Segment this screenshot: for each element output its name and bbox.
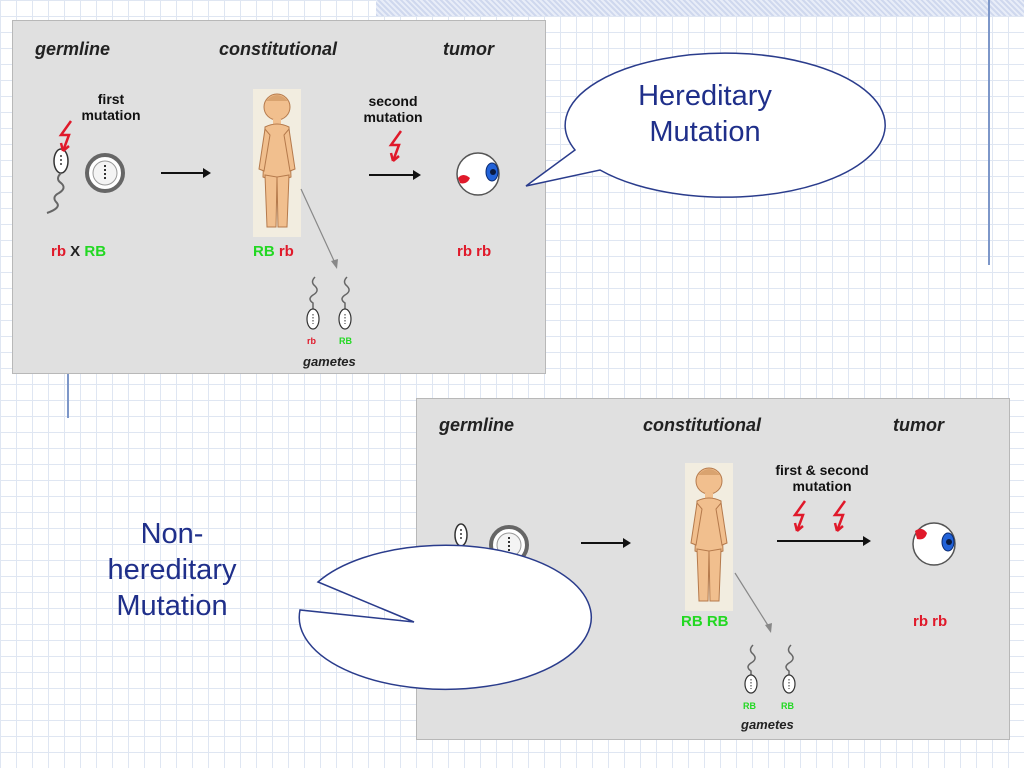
arrow-icon: [161, 168, 211, 178]
gametes-label: gametes: [303, 354, 356, 369]
lightning-icon: [792, 500, 807, 532]
first-mutation-label: first mutation: [81, 91, 141, 123]
tumor-genotype: rb rb: [457, 243, 492, 260]
header-germline: germline: [439, 415, 515, 435]
baby-icon: [685, 463, 733, 611]
tumor-eye-icon: [456, 152, 500, 196]
constitutional-genotype: RB rb: [253, 243, 294, 260]
gamete-label: RB: [339, 336, 352, 346]
non-hereditary-callout-text: Non- hereditary Mutation: [107, 518, 237, 622]
gamete-label: RB: [781, 701, 794, 711]
header-constitutional: constitutional: [643, 415, 761, 435]
header-constitutional: constitutional: [219, 39, 337, 59]
header-stripe: [376, 0, 1024, 16]
lightning-icon: [58, 120, 73, 152]
arrow-icon: [777, 536, 871, 546]
header-tumor: tumor: [893, 415, 944, 435]
non-hereditary-diagram: germline constitutional tumor first & se…: [416, 398, 1010, 740]
gamete-label: rb: [307, 336, 316, 346]
slide-rule-left: [67, 370, 69, 418]
arrow-icon: [369, 170, 421, 180]
hereditary-callout-text: Hereditary Mutation: [638, 80, 772, 148]
arrow-icon: [581, 538, 631, 548]
gamete-icon: [338, 276, 352, 330]
header-tumor: tumor: [443, 39, 494, 59]
baby-icon: [253, 89, 301, 237]
gamete-icon: [744, 644, 758, 694]
lightning-icon: [388, 130, 403, 162]
gamete-arrow: [300, 188, 338, 269]
gamete-icon: [782, 644, 796, 694]
gamete-label: RB: [743, 701, 756, 711]
gamete-arrow: [734, 572, 772, 633]
header-germline: germline: [35, 39, 111, 59]
gametes-label: gametes: [741, 717, 794, 732]
sperm-icon: [46, 148, 69, 214]
germline-genotype: rb X RB: [51, 243, 107, 260]
egg-icon: [85, 153, 125, 193]
constitutional-genotype: RB RB: [681, 613, 729, 630]
tumor-eye-icon: [912, 522, 956, 566]
slide-rule-right: [988, 0, 990, 265]
lightning-icon: [832, 500, 847, 532]
gamete-icon: [306, 276, 320, 330]
second-mutation-label: second mutation: [363, 93, 423, 125]
tumor-genotype: rb rb: [913, 613, 948, 630]
mutation-label: first & second mutation: [775, 462, 869, 494]
hereditary-diagram: germline constitutional tumor first muta…: [12, 20, 546, 374]
